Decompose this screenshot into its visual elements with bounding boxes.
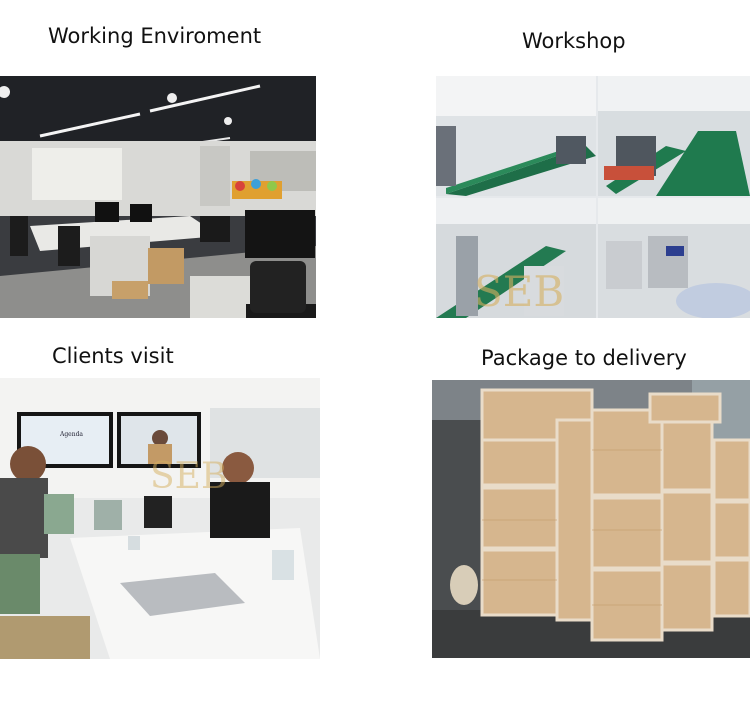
workshop-photo: SEB [436,76,750,318]
caption-package-delivery: Package to delivery [481,346,687,370]
caption-working-environment: Working Enviroment [48,24,262,48]
agenda-screen-text: Agenda [59,431,83,438]
caption-clients-visit: Clients visit [52,344,174,368]
caption-workshop: Workshop [522,29,626,53]
seb-watermark: SEB [474,267,564,316]
meeting-photo: Agenda SEB [0,378,320,659]
office-photo [0,76,316,318]
crates-photo [432,380,750,658]
seb-watermark: SEB [150,456,227,497]
